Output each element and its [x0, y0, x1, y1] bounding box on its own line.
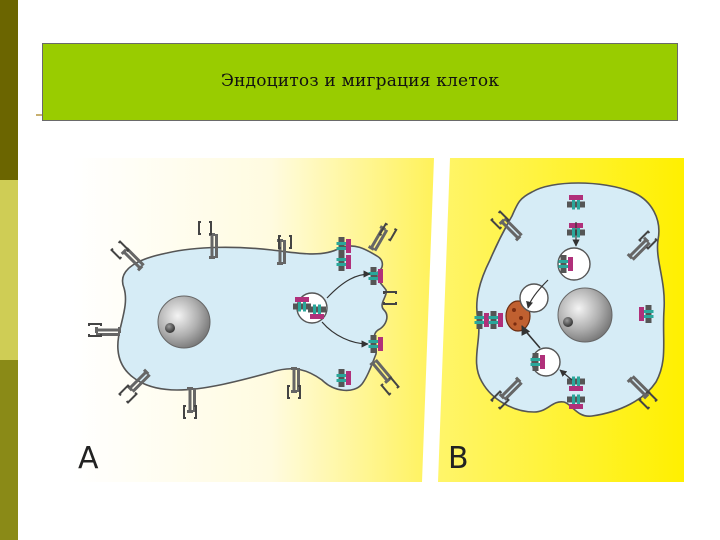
panel-a-endocytic-vesicle — [293, 292, 328, 324]
slide-title: Эндоцитоз и миграция клеток — [220, 70, 500, 91]
panel-label-a: A — [78, 441, 99, 476]
left-accent-bar — [0, 0, 18, 540]
panel-b-nucleolus — [563, 317, 573, 327]
accent-bar-middle — [0, 180, 18, 360]
accent-bar-top — [0, 0, 18, 180]
endocytosis-figure: A B — [72, 150, 684, 485]
decorative-dash — [36, 114, 44, 116]
panel-a-return-arrow — [321, 321, 369, 348]
title-box: Эндоцитоз и миграция клеток — [42, 43, 678, 121]
panel-a-recycling-arrow — [326, 270, 371, 299]
panel-b-arrow-bottom — [521, 325, 541, 349]
panel-label-b: B — [448, 441, 469, 476]
panel-b-arrow-to-lysosome — [526, 279, 549, 309]
panel-a-nucleus — [157, 295, 211, 349]
panel-a-nucleolus — [165, 323, 175, 333]
panel-b-arrow-right — [559, 369, 573, 381]
accent-bar-bottom — [0, 360, 18, 540]
panel-b-nucleus — [557, 287, 613, 343]
